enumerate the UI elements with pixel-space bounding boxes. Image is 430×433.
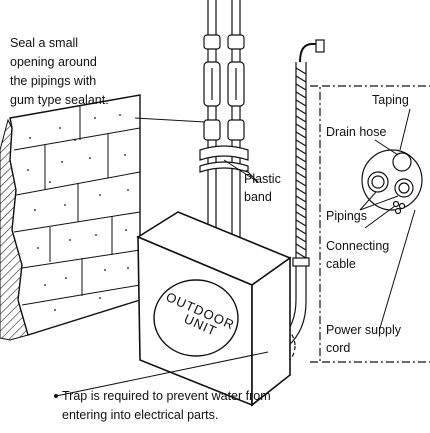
detail-bracket: [310, 85, 430, 363]
brick-wall: [0, 94, 141, 341]
connecting-cable-label-line1: Connecting: [326, 239, 389, 253]
pipings-label: Pipings: [326, 209, 367, 223]
connecting-cable-label-line2: cable: [326, 257, 356, 271]
seal-label-line3: the pipings with: [10, 74, 96, 88]
callout-lines: [55, 108, 416, 397]
pipes-with-plastic-band: [199, 0, 249, 245]
trap-label-line2: entering into electrical parts.: [62, 408, 218, 422]
trap-circle: [250, 323, 296, 369]
taping-label: Taping: [372, 93, 409, 107]
plastic-band-label-line2: band: [244, 190, 272, 204]
seal-label-line2: opening around: [10, 55, 97, 69]
seal-label-line1: Seal a small: [10, 36, 78, 50]
outdoor-unit: [136, 211, 292, 407]
drain-hose-label: Drain hose: [326, 125, 386, 139]
seal-label-line4: gum type sealant.: [10, 93, 109, 107]
plastic-band-pointer: [223, 159, 259, 183]
power-supply-label-line2: cord: [326, 341, 350, 355]
trap-bullet: [54, 394, 58, 398]
trap-label-line1: Trap is required to prevent water from: [62, 389, 271, 403]
plastic-band-label-line1: Plastic: [244, 172, 281, 186]
bundle-cross-section: [361, 149, 423, 215]
power-supply-label-line1: Power supply: [326, 323, 402, 337]
